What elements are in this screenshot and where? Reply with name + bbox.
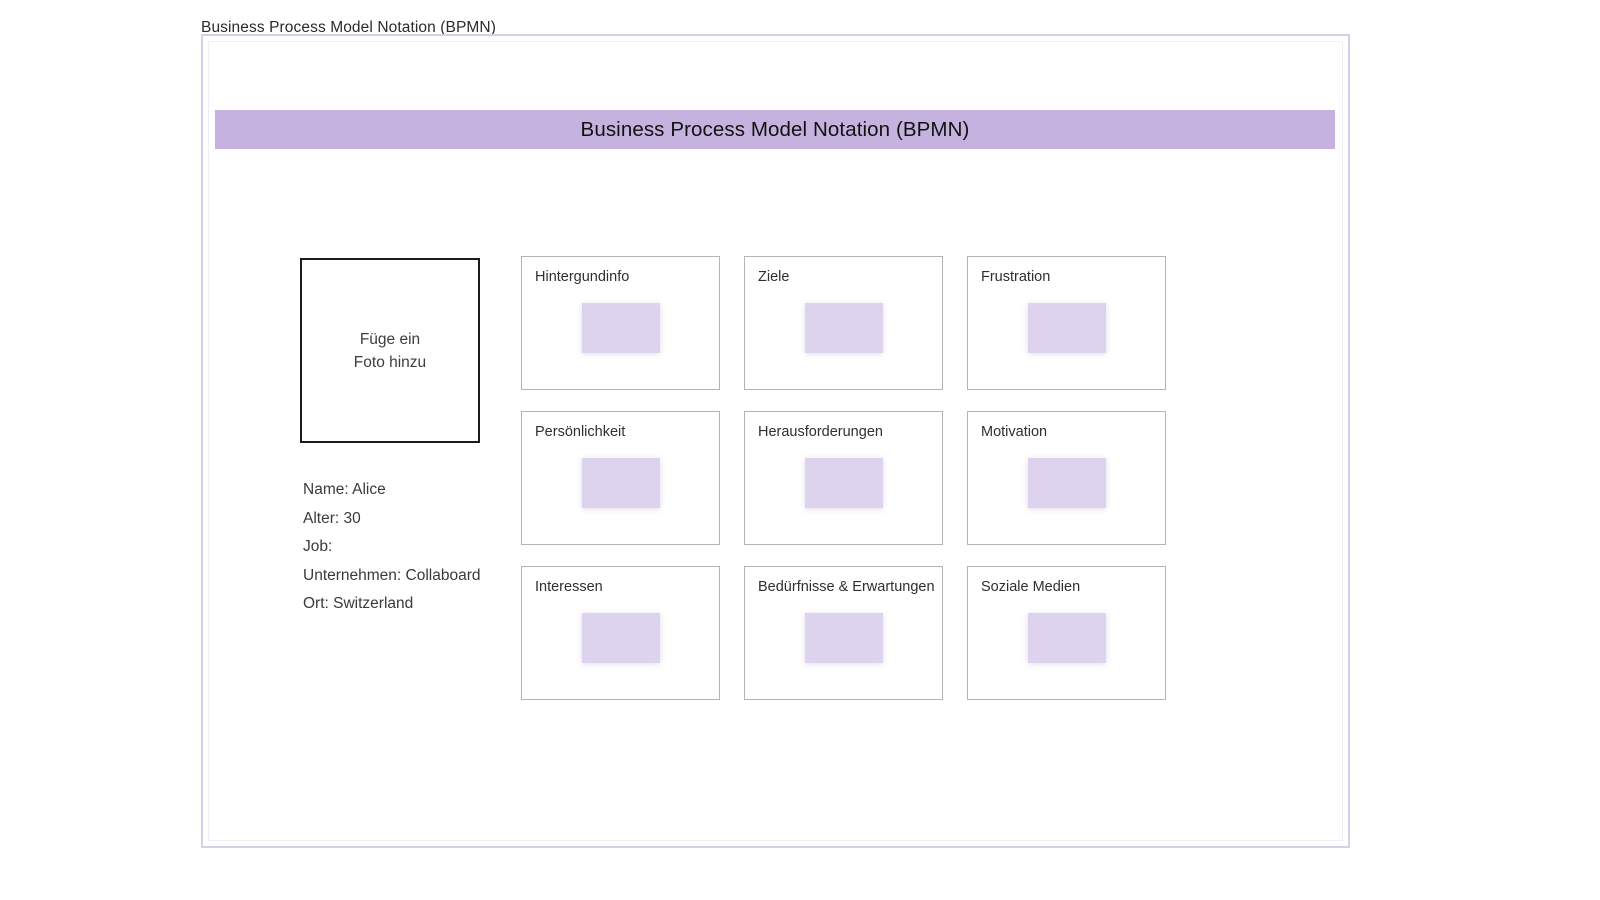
card-label: Hintergundinfo	[535, 269, 630, 285]
persona-card-grid: Hintergundinfo Ziele Frustration Persönl…	[521, 256, 1166, 700]
sticky-note[interactable]	[1028, 303, 1106, 353]
card-soziale-medien[interactable]: Soziale Medien	[967, 566, 1166, 700]
card-interessen[interactable]: Interessen	[521, 566, 720, 700]
card-label: Soziale Medien	[981, 579, 1081, 595]
card-motivation[interactable]: Motivation	[967, 411, 1166, 545]
photo-placeholder-label: Füge ein Foto hinzu	[353, 330, 427, 371]
board-title: Business Process Model Notation (BPMN)	[201, 19, 496, 36]
card-hintergundinfo[interactable]: Hintergundinfo	[521, 256, 720, 390]
sticky-note[interactable]	[805, 303, 883, 353]
sticky-note[interactable]	[1028, 458, 1106, 508]
persona-field-job[interactable]: Job:	[303, 538, 333, 555]
card-persoenlichkeit[interactable]: Persönlichkeit	[521, 411, 720, 545]
card-ziele[interactable]: Ziele	[744, 256, 943, 390]
persona-field-name[interactable]: Name: Alice	[303, 481, 386, 498]
card-herausforderungen[interactable]: Herausforderungen	[744, 411, 943, 545]
card-label: Interessen	[535, 579, 603, 595]
persona-field-ort[interactable]: Ort: Switzerland	[303, 595, 414, 612]
sticky-note[interactable]	[805, 613, 883, 663]
card-label: Frustration	[981, 269, 1051, 285]
card-label: Bedürfnisse & Erwartungen	[758, 579, 935, 595]
persona-field-alter[interactable]: Alter: 30	[303, 509, 361, 527]
banner-title: Business Process Model Notation (BPMN)	[580, 117, 970, 141]
sticky-note[interactable]	[582, 303, 660, 353]
photo-placeholder[interactable]: Füge ein Foto hinzu	[300, 258, 480, 443]
card-label: Ziele	[758, 269, 790, 285]
banner-header[interactable]: Business Process Model Notation (BPMN)	[215, 110, 1335, 149]
card-frustration[interactable]: Frustration	[967, 256, 1166, 390]
sticky-note[interactable]	[805, 458, 883, 508]
card-beduerfnisse-erwartungen[interactable]: Bedürfnisse & Erwartungen	[744, 566, 943, 700]
persona-field-unternehmen[interactable]: Unternehmen: Collaboard	[303, 566, 481, 584]
sticky-note[interactable]	[1028, 613, 1106, 663]
sticky-note[interactable]	[582, 613, 660, 663]
sticky-note[interactable]	[582, 458, 660, 508]
card-label: Persönlichkeit	[535, 424, 626, 440]
card-label: Herausforderungen	[758, 424, 883, 440]
card-label: Motivation	[981, 424, 1048, 440]
persona-field-list: Name: Alice Alter: 30 Job: Unternehmen: …	[303, 476, 563, 619]
